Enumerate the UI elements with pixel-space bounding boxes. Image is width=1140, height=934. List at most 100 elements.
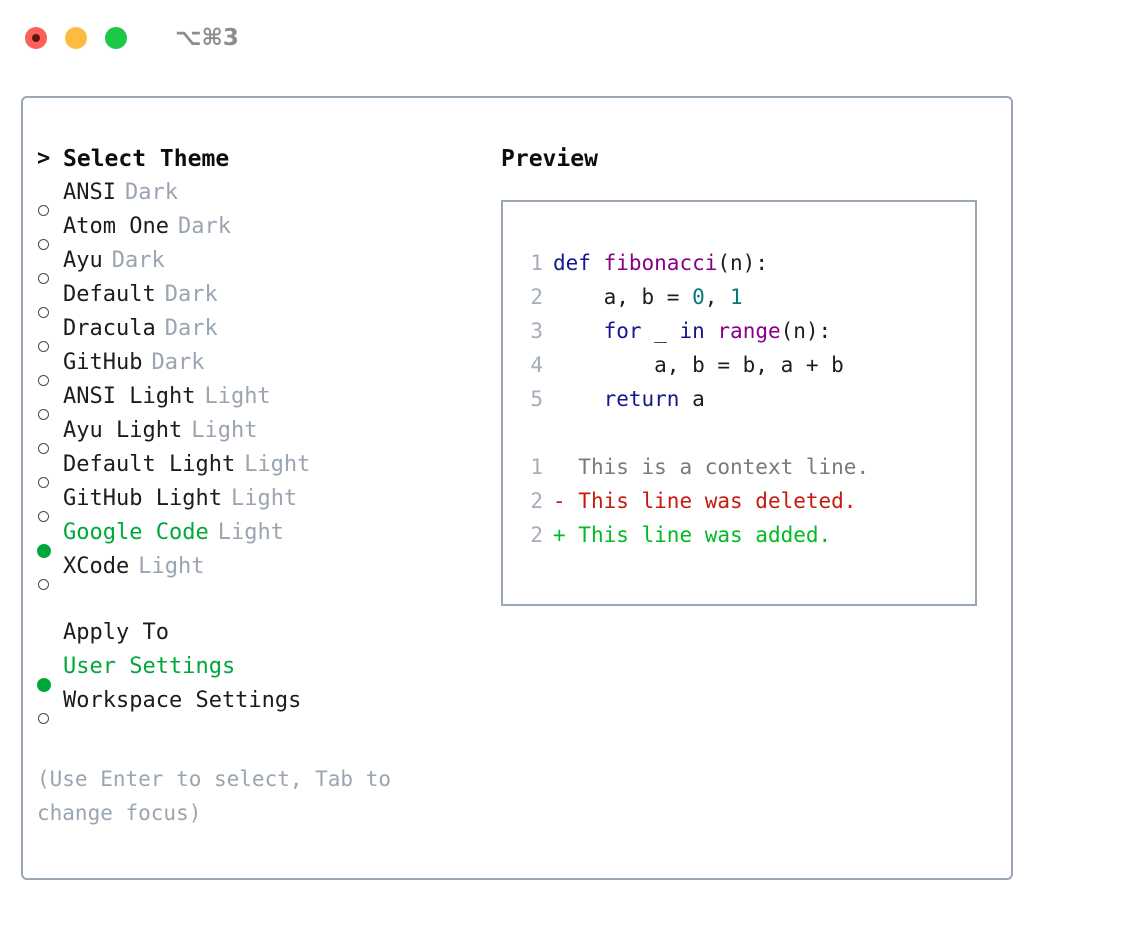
apply-to-label: Workspace Settings [63,688,302,713]
apply-to-option[interactable]: User Settings [37,650,477,692]
code-token [553,319,604,343]
theme-list-item[interactable]: ANSI Dark [37,176,477,216]
code-token: 1 [730,285,743,309]
theme-variant-badge: Dark [164,282,218,307]
code-line: 4 a, b = b, a + b [517,348,969,382]
code-token: 0 [692,285,705,309]
theme-list-item[interactable]: Default Dark [37,278,477,318]
keyboard-hint-text: (Use Enter to select, Tab to change focu… [37,767,404,825]
code-token: return [603,387,680,411]
line-number: 5 [530,387,543,411]
titlebar: ⌥⌘3 [0,0,1140,76]
theme-list-item[interactable]: Ayu Light Light [37,414,477,454]
code-token: a, b = b, a + b [553,353,844,377]
theme-list-item[interactable]: GitHub Light Light [37,482,477,522]
preview-title: Preview [501,146,598,172]
theme-list-item[interactable]: Dracula Dark [37,312,477,352]
theme-list-item[interactable]: GitHub Dark [37,346,477,386]
close-window-icon[interactable] [25,27,47,49]
diff-text: This line was added. [578,523,832,547]
theme-name: ANSI [63,180,116,205]
code-diff-spacer [517,416,969,450]
traffic-light-group [25,27,127,49]
keyboard-shortcut-label: ⌥⌘3 [175,25,239,51]
apply-to-heading-row: Apply To [37,616,477,650]
diff-line: 1 This is a context line. [517,450,969,484]
theme-list-item[interactable]: Default Light Light [37,448,477,488]
line-number: 3 [530,319,543,343]
diff-text: This line was deleted. [578,489,857,513]
prompt-caret-icon: > [37,146,51,171]
theme-variant-badge: Light [204,384,271,409]
code-token [705,319,718,343]
code-line: 5 return a [517,382,969,416]
theme-name: XCode [63,554,130,579]
theme-list-item[interactable]: Google Code Light [37,516,477,558]
theme-name: Dracula [63,316,156,341]
line-number: 4 [530,353,543,377]
code-token: fibonacci [603,251,718,275]
theme-variant-badge: Dark [164,316,218,341]
theme-name: ANSI Light [63,384,196,409]
code-token: def [553,251,591,275]
theme-variant-badge: Light [244,452,311,477]
diff-line: 2- This line was deleted. [517,484,969,518]
diff-sign: + [553,523,579,547]
line-number: 2 [530,285,543,309]
code-token: (n): [780,319,832,343]
diff-text: This is a context line. [578,455,870,479]
code-line: 3 for _ in range(n): [517,314,969,348]
theme-variant-badge: Dark [111,248,165,273]
code-token: in [679,319,705,343]
line-number: 2 [530,523,543,547]
page-title: Select Theme [63,146,230,172]
diff-sample: 1 This is a context line.2- This line wa… [517,450,969,552]
theme-variant-badge: Light [230,486,298,511]
diff-line: 2 + This line was added. [517,518,969,552]
theme-name: Ayu Light [63,418,183,443]
code-token [553,387,604,411]
code-token: for [603,319,642,343]
code-token: _ [641,319,680,343]
apply-to-heading: Apply To [63,620,169,645]
code-token: a [679,387,705,411]
code-token: a, b = [553,285,693,309]
code-token: (n): [717,251,768,275]
theme-list-item[interactable]: XCode Light [37,550,477,590]
apply-to-label: User Settings [63,654,236,679]
theme-name: Default [63,282,156,307]
apply-to-option[interactable]: Workspace Settings [37,684,477,724]
theme-name: GitHub Light [63,486,222,511]
theme-variant-badge: Light [217,520,284,545]
theme-list-title-row: > Select Theme [37,142,477,176]
theme-variant-badge: Dark [151,350,205,375]
theme-list-item[interactable]: Atom One Dark [37,210,477,250]
line-number: 1 [530,455,543,479]
theme-name: Default Light [63,452,236,477]
theme-variant-badge: Dark [177,214,231,239]
theme-name: GitHub [63,350,143,375]
theme-name: Google Code [63,520,209,545]
theme-list-item[interactable]: ANSI Light Light [37,380,477,420]
theme-variant-badge: Dark [124,180,178,205]
theme-name: Atom One [63,214,169,239]
maximize-window-icon[interactable] [105,27,127,49]
code-token: , [704,285,731,309]
code-token: range [717,319,781,343]
minimize-window-icon[interactable] [65,27,87,49]
code-token [591,251,604,275]
code-line: 2 a, b = 0, 1 [517,280,969,314]
theme-variant-badge: Light [138,554,205,579]
theme-variant-badge: Light [191,418,258,443]
diff-sign: - [553,489,579,513]
section-divider [37,584,477,616]
